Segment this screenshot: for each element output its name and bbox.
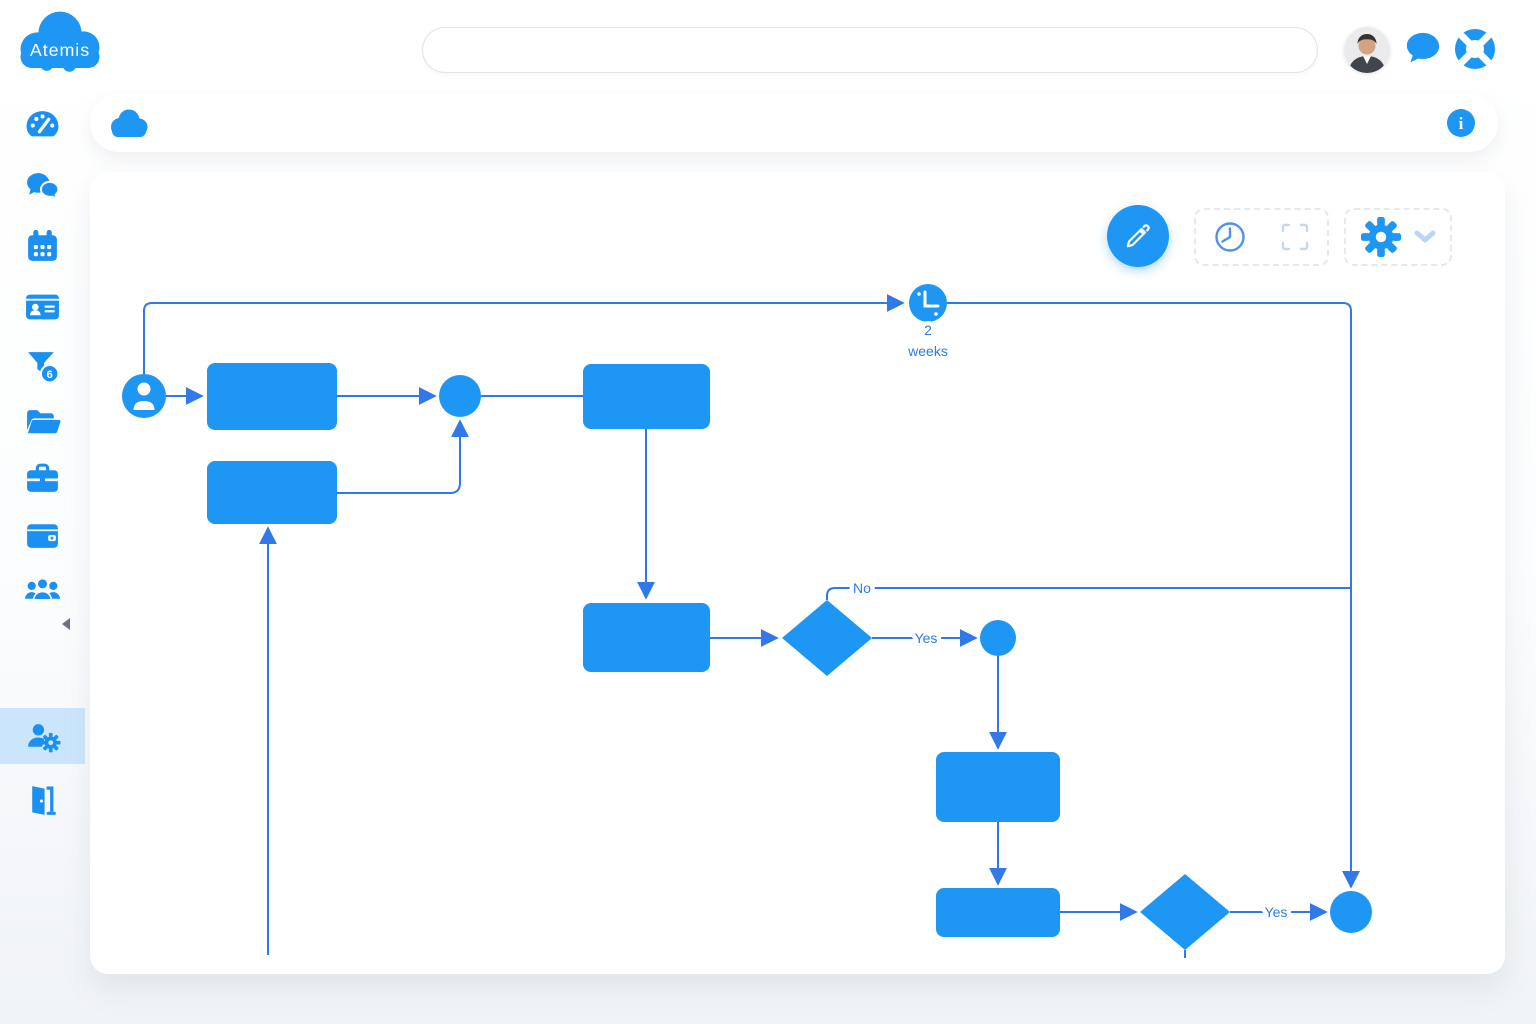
task-box-3[interactable] bbox=[583, 364, 710, 429]
global-search-input[interactable] bbox=[422, 27, 1318, 73]
clock-icon bbox=[1215, 222, 1245, 252]
settings-gear-button[interactable] bbox=[1360, 216, 1402, 258]
pencil-icon bbox=[1126, 224, 1150, 248]
start-person-icon-body bbox=[133, 401, 155, 410]
top-header: Atemis bbox=[0, 0, 1536, 90]
logo-text: Atemis bbox=[30, 40, 90, 60]
decision1-yes-label: Yes bbox=[915, 630, 938, 646]
sidebar-item-calendar[interactable] bbox=[0, 224, 85, 268]
task-box-1[interactable] bbox=[207, 363, 337, 430]
workflow-canvas[interactable]: 2 weeks No Yes Yes bbox=[90, 172, 1505, 974]
breadcrumb: i bbox=[90, 94, 1498, 152]
start-person-icon bbox=[137, 382, 151, 396]
chat-bubble-icon[interactable] bbox=[1404, 31, 1442, 67]
flow-nodes bbox=[122, 284, 1372, 950]
speedometer-icon bbox=[26, 110, 59, 136]
edit-workflow-button[interactable] bbox=[1107, 205, 1169, 267]
decision2-yes-label: Yes bbox=[1265, 904, 1288, 920]
help-lifering-icon[interactable] bbox=[1452, 26, 1498, 72]
sidebar-item-contacts[interactable] bbox=[0, 284, 85, 328]
sidebar-item-conversations[interactable] bbox=[0, 164, 85, 208]
sidebar-nav: 6 bbox=[0, 90, 85, 1024]
connector-start-to-timer bbox=[143, 294, 905, 374]
sidebar-item-user-settings[interactable] bbox=[0, 714, 85, 758]
sidebar-item-projects[interactable] bbox=[0, 456, 85, 500]
info-icon[interactable]: i bbox=[1446, 108, 1476, 138]
filter-badge: 6 bbox=[47, 368, 53, 380]
expand-icon bbox=[1281, 223, 1309, 251]
timer-value-label: 2 bbox=[924, 322, 932, 338]
task-box-5[interactable] bbox=[936, 752, 1060, 822]
door-icon bbox=[32, 785, 56, 815]
settings-tool-group bbox=[1344, 208, 1452, 266]
decision1-no-label: No bbox=[853, 580, 871, 596]
clock-dot bbox=[934, 312, 938, 316]
view-tool-group bbox=[1194, 208, 1329, 266]
sidebar-item-team[interactable] bbox=[0, 567, 85, 611]
merge-node[interactable] bbox=[439, 375, 481, 417]
filter-icon: 6 bbox=[28, 351, 60, 383]
sidebar-item-wallet[interactable] bbox=[0, 513, 85, 557]
sidebar-active-highlight bbox=[0, 708, 85, 764]
chat-bubbles-icon bbox=[27, 172, 60, 201]
connector-timer-to-end bbox=[947, 302, 1360, 889]
sidebar-item-dashboard[interactable] bbox=[0, 102, 85, 146]
clock-dot bbox=[917, 292, 921, 296]
connector-box2-to-merge bbox=[337, 419, 469, 494]
avatar-image bbox=[1344, 27, 1390, 73]
user-gear-icon bbox=[28, 723, 61, 752]
info-glyph: i bbox=[1459, 114, 1464, 133]
contact-card-icon bbox=[26, 294, 59, 319]
sidebar-item-logout[interactable] bbox=[0, 778, 85, 822]
history-clock-button[interactable] bbox=[1212, 219, 1248, 255]
cloud-icon bbox=[108, 108, 150, 139]
decision-diamond-2[interactable] bbox=[1140, 874, 1230, 950]
flow-connectors bbox=[143, 294, 1360, 958]
user-avatar[interactable] bbox=[1344, 27, 1390, 73]
app-logo[interactable]: Atemis bbox=[13, 6, 107, 78]
fullscreen-button[interactable] bbox=[1279, 221, 1311, 253]
decision-diamond-1[interactable] bbox=[782, 600, 872, 676]
workflow-diagram: 2 weeks No Yes Yes bbox=[122, 284, 1372, 958]
task-box-2[interactable] bbox=[207, 461, 337, 524]
connector-decision1-no bbox=[826, 587, 1350, 600]
circle-node-2[interactable] bbox=[980, 620, 1016, 656]
wallet-icon bbox=[27, 523, 58, 548]
users-icon bbox=[25, 577, 60, 601]
briefcase-icon bbox=[27, 463, 58, 492]
sidebar-item-documents[interactable] bbox=[0, 400, 85, 444]
settings-dropdown-button[interactable] bbox=[1414, 230, 1436, 244]
sidebar-item-filter[interactable]: 6 bbox=[0, 344, 85, 388]
timer-node[interactable] bbox=[909, 284, 947, 322]
end-node[interactable] bbox=[1330, 891, 1372, 933]
start-node[interactable] bbox=[122, 374, 166, 418]
task-box-4[interactable] bbox=[583, 603, 710, 672]
task-box-6[interactable] bbox=[936, 888, 1060, 937]
folder-open-icon bbox=[27, 409, 61, 433]
cloud-logo-icon: Atemis bbox=[20, 11, 100, 72]
sidebar-collapse-arrow[interactable] bbox=[62, 618, 70, 630]
timer-unit-label: weeks bbox=[907, 343, 948, 359]
chevron-down-icon bbox=[1414, 230, 1436, 243]
clock-hands-icon bbox=[923, 290, 940, 308]
gear-icon bbox=[1360, 216, 1402, 258]
calendar-icon bbox=[28, 229, 57, 261]
